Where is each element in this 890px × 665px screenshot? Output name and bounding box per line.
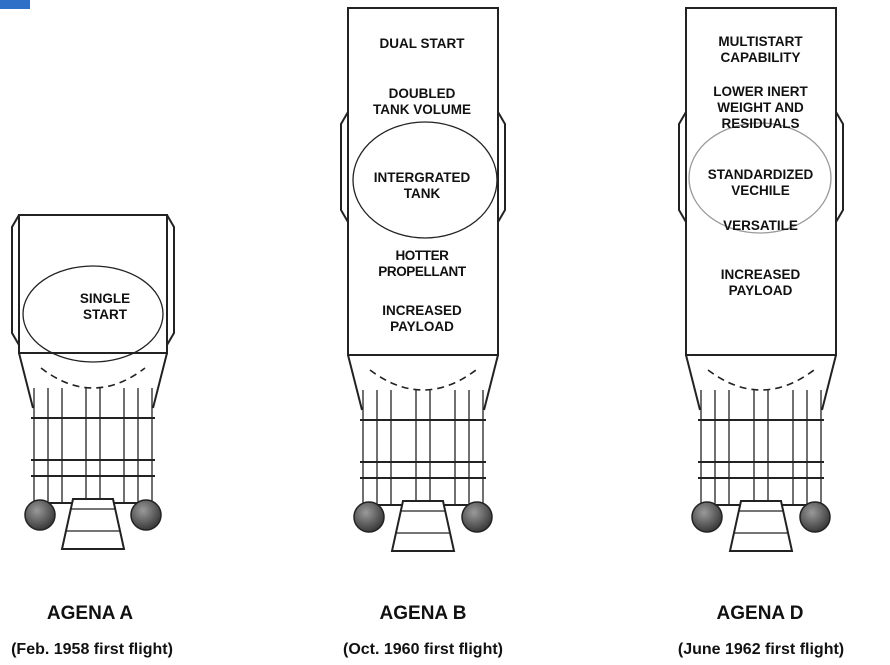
agena-a-name: AGENA A — [46, 603, 134, 624]
agena-d-right-fairing — [835, 111, 844, 223]
agena-b-label-hotter-propellant: HOTTER PROPELLANT — [378, 248, 466, 279]
agena-b-first-flight: (Oct. 1960 first flight) — [342, 641, 504, 658]
agena-d-label-multistart: MULTISTART CAPABILITY — [718, 34, 803, 65]
agena-b-left-tank-ball — [353, 501, 385, 533]
corner-tab — [0, 0, 30, 9]
agena-d-tank — [688, 122, 832, 234]
agena-d-body — [685, 7, 837, 356]
agena-b-label-integrated-tank: INTERGRATED TANK — [373, 170, 471, 201]
agena-b-engine-nozzle — [390, 500, 456, 552]
agena-b-body — [347, 7, 499, 356]
agena-d-bulkhead — [707, 369, 815, 391]
agena-d-left-fairing — [678, 111, 687, 223]
agena-b-left-fairing — [340, 111, 349, 223]
agena-a-body — [18, 214, 168, 354]
agena-d-label-lower-inert-weight: LOWER INERT WEIGHT AND RESIDUALS — [713, 84, 808, 131]
agena-d-right-tank-ball — [799, 501, 831, 533]
agena-d-left-tank-ball — [691, 501, 723, 533]
agena-d-label-standardized-vehicle: STANDARDIZED VECHILE — [707, 167, 814, 198]
agena-a-label-single-start: SINGLE START — [79, 291, 131, 322]
agena-a-left-tank-ball — [24, 499, 56, 531]
agena-a-engine-nozzle — [60, 498, 126, 550]
agena-b-label-increased-payload: INCREASED PAYLOAD — [382, 303, 462, 334]
agena-b-label-dual-start: DUAL START — [379, 36, 465, 51]
agena-b-bulkhead — [369, 369, 477, 391]
agena-b-tank — [352, 121, 498, 239]
agena-a-right-fairing — [166, 214, 175, 346]
agena-a-bulkhead — [40, 367, 146, 389]
agena-a-aft-cone — [18, 352, 168, 409]
agena-d-label-increased-payload: INCREASED PAYLOAD — [720, 267, 801, 298]
agena-d-first-flight: (June 1962 first flight) — [677, 641, 845, 658]
agena-d-engine-nozzle — [728, 500, 794, 552]
agena-b-label-doubled-tank-volume: DOUBLED TANK VOLUME — [373, 86, 471, 117]
agena-b-aft-cone — [347, 354, 499, 411]
agena-d-aft-cone — [685, 354, 837, 411]
agena-a-first-flight: (Feb. 1958 first flight) — [11, 641, 173, 658]
agena-d-label-versatile: VERSATILE — [723, 218, 798, 233]
agena-b-name: AGENA B — [379, 603, 467, 624]
agena-a-right-tank-ball — [130, 499, 162, 531]
agena-b-right-fairing — [497, 111, 506, 223]
agena-a-left-fairing — [11, 214, 20, 346]
agena-a-tank — [22, 265, 164, 363]
agena-d-name: AGENA D — [716, 603, 804, 624]
agena-b-right-tank-ball — [461, 501, 493, 533]
